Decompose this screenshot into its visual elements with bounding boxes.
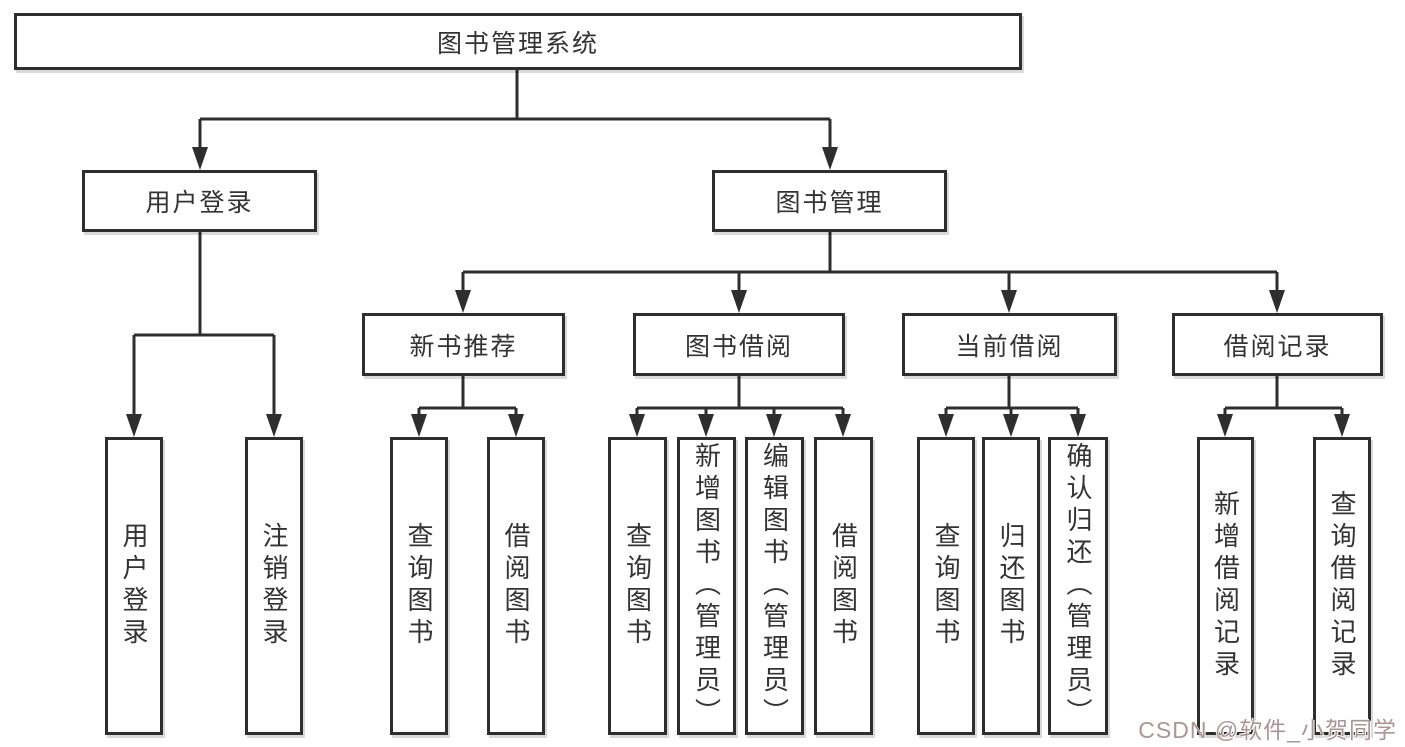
leaf-br-query-record: 查询借阅记录: [1313, 437, 1371, 735]
leaf-user-login-label: 用户登录: [119, 522, 149, 650]
leaf-bb-edit-books-admin-label: 编辑图书（管理员）: [759, 442, 790, 730]
arrowhead-cb-confirm: [1070, 414, 1086, 437]
arrowhead-br-add: [1217, 414, 1233, 437]
arrowhead-br-query: [1334, 414, 1350, 437]
arrowhead-bb-query: [629, 414, 645, 437]
leaf-br-add-record: 新增借阅记录: [1197, 437, 1254, 735]
arrowhead-user-login: [192, 147, 208, 170]
arrowhead-cb-return: [1003, 414, 1019, 437]
arrowhead-nb-borrow: [508, 414, 524, 437]
leaf-nb-borrow-books: 借阅图书: [487, 437, 545, 735]
leaf-bb-query-books-label: 查询图书: [622, 522, 653, 650]
node-book-borrow: 图书借阅: [633, 313, 845, 376]
leaf-nb-borrow-books-label: 借阅图书: [501, 522, 531, 650]
arrowhead-current-borrow: [1001, 290, 1017, 313]
arrowhead-bb-add: [698, 414, 714, 437]
leaf-cb-query-books: 查询图书: [917, 437, 975, 735]
connector-user-login-group: [132, 232, 276, 415]
leaf-br-add-record-label: 新增借阅记录: [1210, 490, 1241, 682]
leaf-cb-confirm-return-admin: 确认归还（管理员）: [1048, 437, 1108, 735]
arrowhead-new-books: [455, 290, 471, 313]
leaf-bb-add-books-admin-label: 新增图书（管理员）: [691, 442, 722, 730]
leaf-nb-query-books-label: 查询图书: [404, 522, 434, 650]
leaf-logout: 注销登录: [245, 437, 303, 735]
leaf-logout-label: 注销登录: [259, 522, 289, 650]
arrowhead-bb-edit: [766, 414, 782, 437]
csdn-watermark: CSDN @软件_小贺同学: [1138, 717, 1397, 743]
node-root-library-management-system: 图书管理系统: [14, 13, 1022, 70]
leaf-bb-borrow-books: 借阅图书: [814, 437, 873, 735]
arrowhead-nb-query: [411, 414, 427, 437]
leaf-bb-add-books-admin: 新增图书（管理员）: [677, 437, 736, 735]
leaf-cb-return-books: 归还图书: [982, 437, 1040, 735]
connector-book-mgmt-to-level3: [461, 232, 1279, 291]
arrowhead-leaf-logout: [266, 414, 282, 437]
leaf-cb-return-books-label: 归还图书: [996, 522, 1026, 650]
arrowhead-book-borrow: [731, 290, 747, 313]
node-new-book-recommend: 新书推荐: [362, 313, 565, 376]
node-book-management: 图书管理: [712, 170, 947, 232]
arrowhead-bb-borrow: [835, 414, 851, 437]
connector-new-books-group: [417, 376, 518, 415]
leaf-bb-query-books: 查询图书: [608, 437, 667, 735]
node-borrow-records: 借阅记录: [1172, 313, 1383, 376]
connector-root-to-level2: [198, 70, 832, 150]
arrowhead-book-mgmt: [822, 147, 838, 170]
leaf-bb-edit-books-admin: 编辑图书（管理员）: [745, 437, 804, 735]
node-user-login: 用户登录: [82, 170, 317, 232]
arrowhead-borrow-records: [1269, 290, 1285, 313]
leaf-cb-query-books-label: 查询图书: [931, 522, 961, 650]
connector-book-borrow-group: [635, 376, 845, 415]
leaf-nb-query-books: 查询图书: [390, 437, 448, 735]
leaf-bb-borrow-books-label: 借阅图书: [828, 522, 859, 650]
arrowhead-leaf-login: [126, 414, 142, 437]
leaf-user-login: 用户登录: [105, 437, 163, 735]
leaf-br-query-record-label: 查询借阅记录: [1327, 490, 1357, 682]
connector-borrow-records-group: [1223, 376, 1344, 415]
connector-current-borrow-group: [944, 376, 1080, 415]
leaf-cb-confirm-return-admin-label: 确认归还（管理员）: [1063, 442, 1093, 730]
arrowhead-cb-query: [938, 414, 954, 437]
node-current-borrow: 当前借阅: [902, 313, 1117, 376]
